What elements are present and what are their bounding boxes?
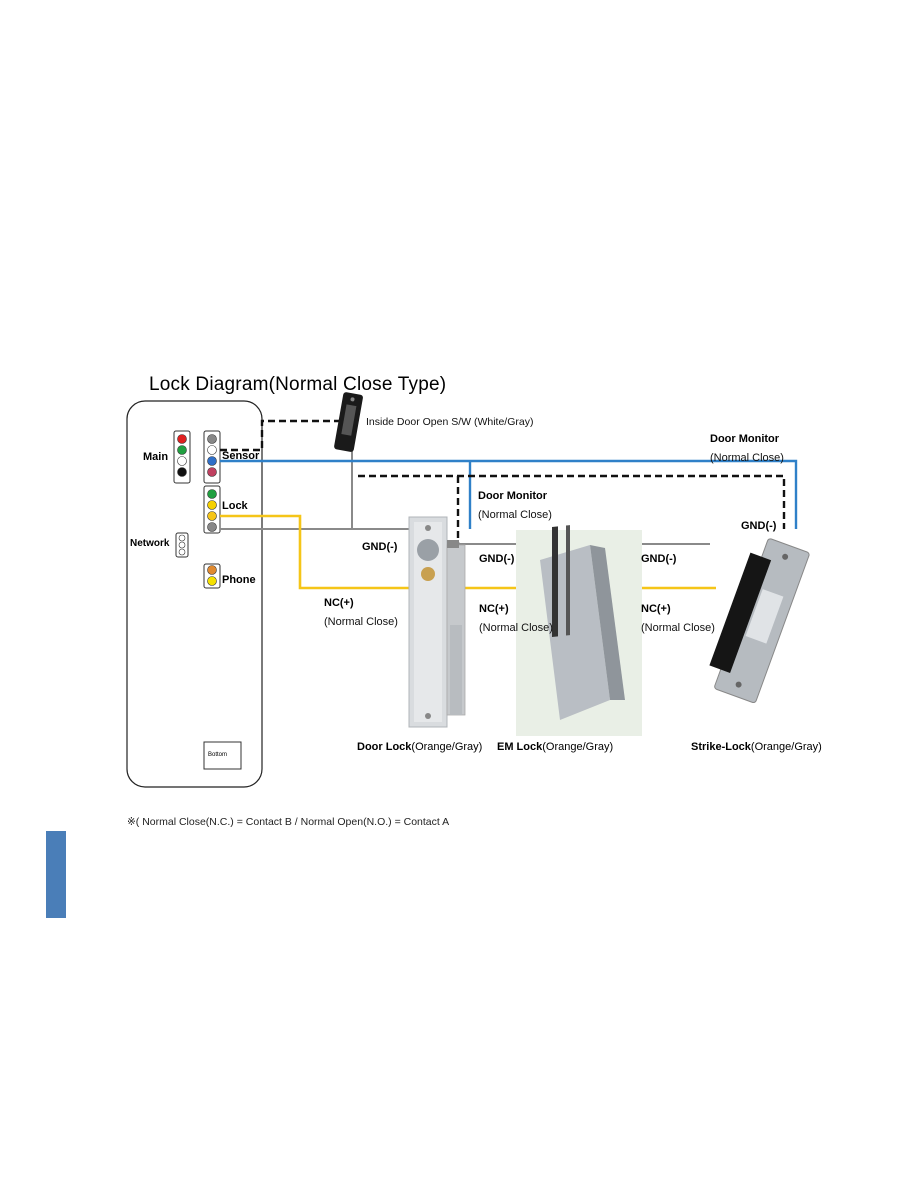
em-lock-label: EM Lock(Orange/Gray): [497, 741, 613, 753]
door-lock-name: Door Lock: [357, 741, 412, 753]
gnd-label-3: GND(-): [641, 553, 677, 565]
em-lock-device: [516, 525, 642, 736]
lock-pin-green: [207, 489, 217, 499]
bottom-label: Bottom: [208, 752, 228, 758]
nc-sub-3: (Normal Close): [641, 622, 715, 634]
sensor-pin-red: [207, 467, 217, 477]
network-label: Network: [130, 538, 170, 549]
strike-lock-name: Strike-Lock: [691, 741, 751, 753]
phone-label: Phone: [222, 574, 256, 586]
bottom-box: [203, 741, 242, 770]
door-monitor-mid-title: Door Monitor: [478, 490, 548, 502]
sensor-pin-blue: [207, 456, 217, 466]
door-monitor-mid-sub: (Normal Close): [478, 509, 552, 521]
nc-label-2: NC(+): [479, 603, 509, 615]
door-lock-device: [408, 516, 466, 728]
nc-sub-1: (Normal Close): [324, 616, 398, 628]
gnd-label-1: GND(-): [362, 541, 398, 553]
gnd-label-4: GND(-): [741, 520, 777, 532]
phone-pin-orange: [207, 565, 217, 575]
main-pin-green: [177, 445, 187, 455]
sensor-pin-gray: [207, 434, 217, 444]
phone-pin-yellow: [207, 576, 217, 586]
controller-panel: [126, 400, 263, 788]
nc-label-3: NC(+): [641, 603, 671, 615]
strike-lock-device: [709, 538, 810, 704]
main-label: Main: [143, 451, 169, 463]
strike-lock-label: Strike-Lock(Orange/Gray): [691, 741, 822, 753]
door-lock-colors: (Orange/Gray): [411, 741, 483, 753]
diagram-title: Lock Diagram(Normal Close Type): [149, 374, 447, 395]
sensor-label: Sensor: [222, 450, 260, 462]
main-pin-black: [177, 467, 187, 477]
blue-wire-right: [220, 459, 798, 529]
main-pin-red: [177, 434, 187, 444]
lock-label: Lock: [222, 500, 248, 512]
lock-pin-yellow-1: [207, 500, 217, 510]
inside-switch-device: [334, 392, 363, 452]
switch-dashed-wire: [220, 419, 340, 452]
page-accent-bar: [46, 831, 66, 918]
strike-lock-colors: (Orange/Gray): [750, 741, 822, 753]
sensor-pin-white: [207, 445, 217, 455]
em-lock-name: EM Lock: [497, 741, 543, 753]
lock-pin-yellow-2: [207, 511, 217, 521]
door-monitor-right-title: Door Monitor: [710, 433, 780, 445]
footnote: ※( Normal Close(N.C.) = Contact B / Norm…: [127, 816, 450, 828]
nc-label-1: NC(+): [324, 597, 354, 609]
em-lock-colors: (Orange/Gray): [542, 741, 614, 753]
nc-wire-left: [220, 514, 420, 590]
inside-switch-label: Inside Door Open S/W (White/Gray): [366, 416, 534, 428]
main-pin-white: [177, 456, 187, 466]
door-lock-label: Door Lock(Orange/Gray): [357, 741, 482, 753]
door-monitor-right-sub: (Normal Close): [710, 452, 784, 464]
nc-sub-2: (Normal Close): [479, 622, 553, 634]
gnd-label-2: GND(-): [479, 553, 515, 565]
lock-pin-gray: [207, 522, 217, 532]
